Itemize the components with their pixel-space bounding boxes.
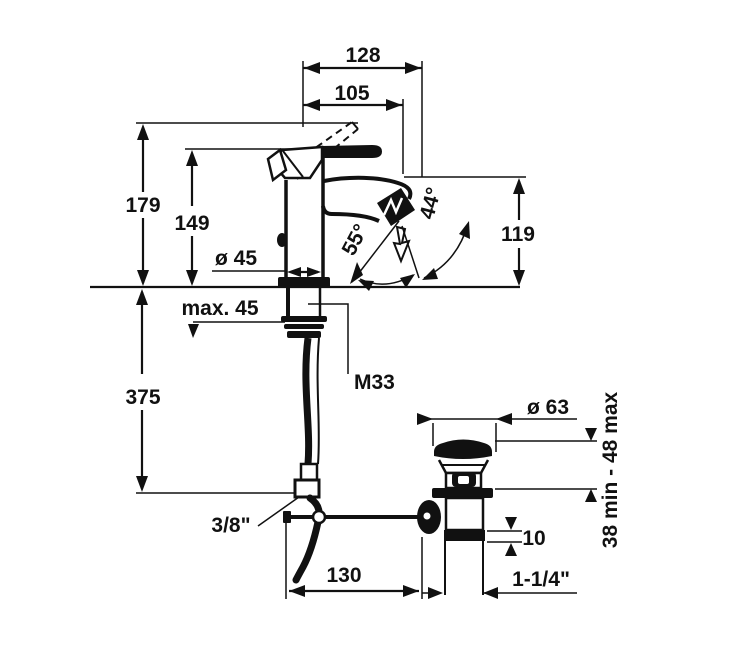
arrowhead [386, 99, 402, 111]
waste-locknut [432, 488, 493, 498]
body-side-button [277, 233, 287, 247]
dim-waste-thread-label: 1-1/4" [512, 568, 570, 591]
arrowhead [513, 270, 525, 286]
arrowhead [188, 324, 199, 338]
arrowhead [289, 585, 305, 597]
arrowhead [186, 270, 198, 286]
arrowhead [137, 270, 149, 286]
waste-body [444, 496, 485, 532]
mounting-nut-ridge [284, 324, 324, 329]
ball-joint-highlight [423, 512, 431, 520]
dim-supply-connection-label: 3/8" [211, 514, 250, 537]
arrowhead [186, 150, 198, 166]
dim-deck-thickness-label: max. 45 [181, 297, 258, 320]
dim-height-cartridge-label: 149 [174, 212, 209, 235]
hose-nut [293, 478, 321, 499]
dim-waste-flange: ø 63 [417, 396, 577, 452]
arrowhead [304, 62, 320, 74]
hose-tube [302, 337, 313, 465]
angle-leg-line [401, 225, 420, 279]
dim-waste-thread: 1-1/4" [422, 568, 577, 599]
leader-line [257, 496, 300, 527]
dashed-handle-tip [351, 121, 359, 130]
dim-deck-thickness: max. 45 [181, 297, 285, 338]
dim-shank-thread-label: M33 [354, 371, 395, 394]
dim-rod-offset-label: 130 [326, 564, 361, 587]
arrowhead [513, 178, 525, 194]
arrowhead [350, 262, 363, 284]
dim-height-total: 179 [125, 122, 358, 286]
cap-facet-line [282, 150, 304, 178]
faucet-body [266, 121, 415, 288]
dim-clamp-range-label: 38 min - 48 max [599, 391, 622, 548]
spout-bottom-edge [321, 205, 380, 223]
dim-base-diameter-label: ø 45 [215, 247, 257, 270]
stream-direction-arrow [392, 225, 411, 264]
arrowhead [417, 413, 433, 425]
arrowhead [137, 124, 149, 140]
mounting-nut-ridge [281, 316, 327, 322]
dim-clamp-range: 38 min - 48 max [495, 391, 622, 548]
dim-rod-offset: 130 [285, 522, 423, 599]
dim-height-cartridge: 149 [174, 148, 300, 286]
arrowhead [403, 585, 419, 597]
arrowhead [287, 267, 301, 277]
hose-tail [292, 494, 323, 584]
arrowhead [496, 413, 512, 425]
arrowhead [400, 274, 415, 288]
pop-up-rod [283, 500, 441, 534]
arrowhead [585, 489, 597, 502]
mounting-nut-ridge [287, 331, 321, 338]
aerator-icon [377, 188, 415, 226]
dim-angle-swivel-label: 44° [416, 185, 446, 222]
arrowhead [422, 268, 438, 280]
dim-hose-length-label: 375 [125, 386, 160, 409]
dim-washer-height-label: 10 [522, 527, 545, 550]
spout-top-edge [323, 175, 413, 200]
dim-shank-thread: M33 [308, 303, 395, 394]
arrowhead [405, 62, 421, 74]
arrowhead [304, 99, 320, 111]
faucet-base-plate [278, 277, 330, 288]
arrowhead [136, 289, 148, 305]
hose-edge-line [316, 337, 320, 465]
arrowhead [585, 428, 597, 441]
aerator-flow-icon [382, 196, 404, 216]
dim-washer-height: 10 [487, 517, 546, 556]
dim-reach-outlet: 105 [303, 82, 404, 174]
arrowhead [358, 280, 374, 291]
arrowhead [483, 587, 498, 599]
dim-reach-outlet-label: 105 [334, 82, 369, 105]
waste-washer [444, 530, 485, 541]
supply-hose [292, 337, 323, 584]
arrowhead [505, 517, 517, 530]
arrowhead [307, 267, 321, 277]
arrowhead [505, 543, 517, 556]
arrowhead [428, 587, 443, 599]
faucet-handle-end-cap [266, 147, 288, 183]
arrowhead [136, 476, 148, 492]
faucet-handle-lever [322, 145, 382, 158]
dim-reach-total: 128 [302, 44, 423, 177]
dim-supply-connection: 3/8" [211, 496, 300, 537]
rod-end-cap [283, 511, 291, 523]
waste-taper [437, 459, 490, 475]
hose-collar [299, 462, 319, 482]
faucet-shank [281, 288, 327, 338]
dim-height-outlet-label: 119 [501, 223, 535, 246]
dim-angle-stream-label: 55° [338, 221, 373, 260]
dim-height-total-label: 179 [125, 194, 160, 217]
arrowhead [459, 221, 470, 239]
dim-height-outlet: 119 [404, 176, 535, 286]
leader-line [308, 303, 349, 374]
dim-hose-length: 375 [125, 289, 300, 494]
dim-reach-total-label: 128 [345, 44, 380, 67]
waste-flange [434, 439, 492, 459]
rod-pivot [311, 509, 327, 525]
dim-waste-flange-label: ø 63 [527, 396, 569, 419]
waste-window-slot [458, 476, 469, 484]
dim-base-diameter: ø 45 [212, 247, 321, 277]
drain-assembly [432, 439, 493, 595]
